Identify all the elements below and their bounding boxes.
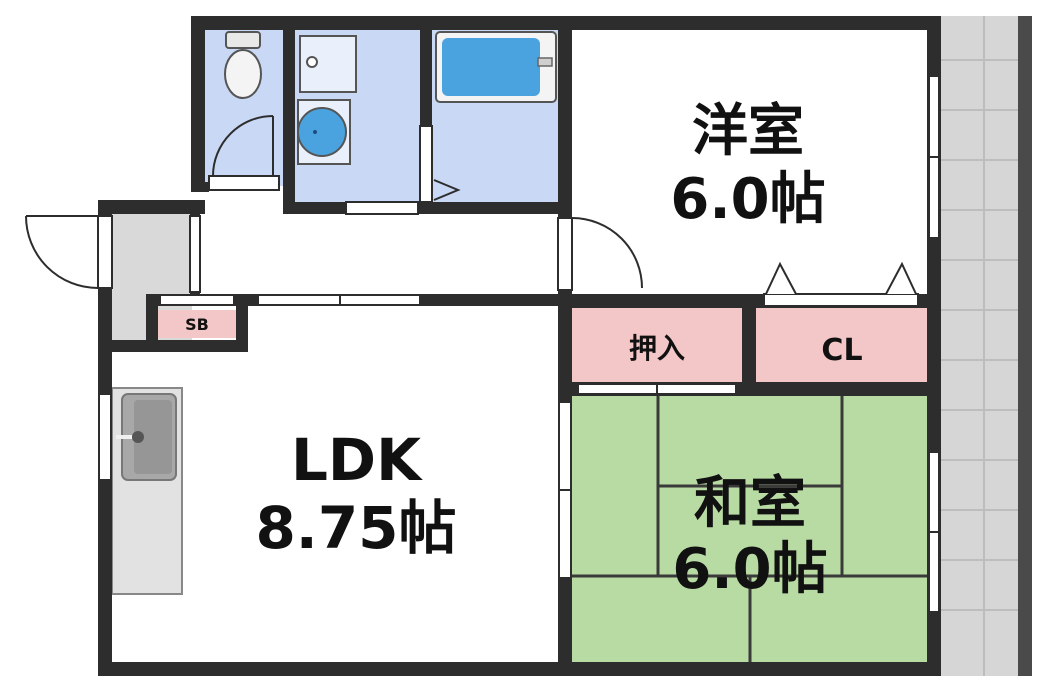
washing-machine-pan-icon bbox=[299, 35, 357, 93]
japanese-room-name: 和室 bbox=[694, 471, 806, 536]
washbasin-icon bbox=[297, 99, 351, 165]
ldk-room-size: 8.75帖 bbox=[255, 494, 456, 562]
balcony bbox=[936, 16, 1032, 676]
tatami-lines bbox=[572, 396, 928, 662]
bathtub-icon bbox=[435, 31, 557, 103]
oshiire-fill bbox=[572, 308, 742, 382]
western-room-name: 洋室 bbox=[692, 99, 804, 164]
oshiire-label: 押入 bbox=[629, 332, 685, 365]
closet-label: CL bbox=[821, 333, 862, 368]
kitchen-counter bbox=[111, 387, 183, 595]
doors bbox=[25, 115, 919, 579]
shoe-box-label: SB bbox=[185, 315, 209, 334]
japanese-room-size: 6.0帖 bbox=[672, 537, 827, 602]
ldk-room-name: LDK bbox=[291, 426, 423, 494]
windows bbox=[98, 75, 940, 613]
western-room-size: 6.0帖 bbox=[670, 167, 825, 232]
toilet-icon bbox=[224, 31, 262, 99]
closet-fill bbox=[756, 308, 928, 382]
shoe-box-fill bbox=[158, 310, 236, 338]
